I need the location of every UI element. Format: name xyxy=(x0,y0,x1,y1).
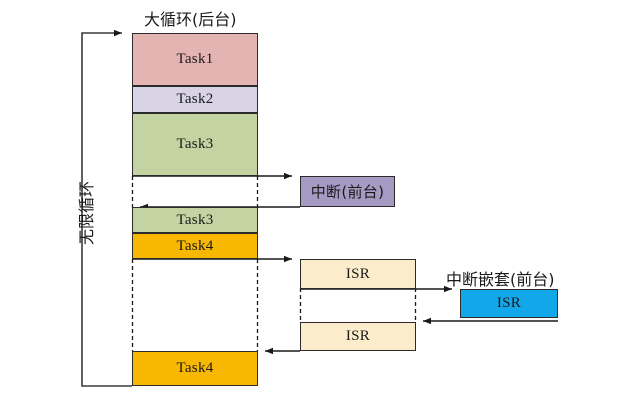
task-block-task4-second: Task4 xyxy=(132,351,258,386)
task-block-task1: Task1 xyxy=(132,33,258,86)
task-block-task2: Task2 xyxy=(132,86,258,113)
main-column-dashed-guides xyxy=(131,176,259,351)
isr-block-entry: ISR xyxy=(300,259,416,289)
task-block-task3-second: Task3 xyxy=(132,207,258,233)
task-block-task4-first: Task4 xyxy=(132,233,258,259)
isr-column-dashed-guides xyxy=(299,288,417,322)
interrupt-block: 中断(前台) xyxy=(300,176,395,207)
task-block-task3-first: Task3 xyxy=(132,113,258,176)
nested-isr-block: ISR xyxy=(460,289,558,318)
isr-block-resume: ISR xyxy=(300,322,416,351)
main-loop-title: 大循环(后台) xyxy=(144,10,237,29)
infinite-loop-label: 无限循环 xyxy=(77,180,96,245)
nested-interrupt-title: 中断嵌套(前台) xyxy=(446,270,555,289)
